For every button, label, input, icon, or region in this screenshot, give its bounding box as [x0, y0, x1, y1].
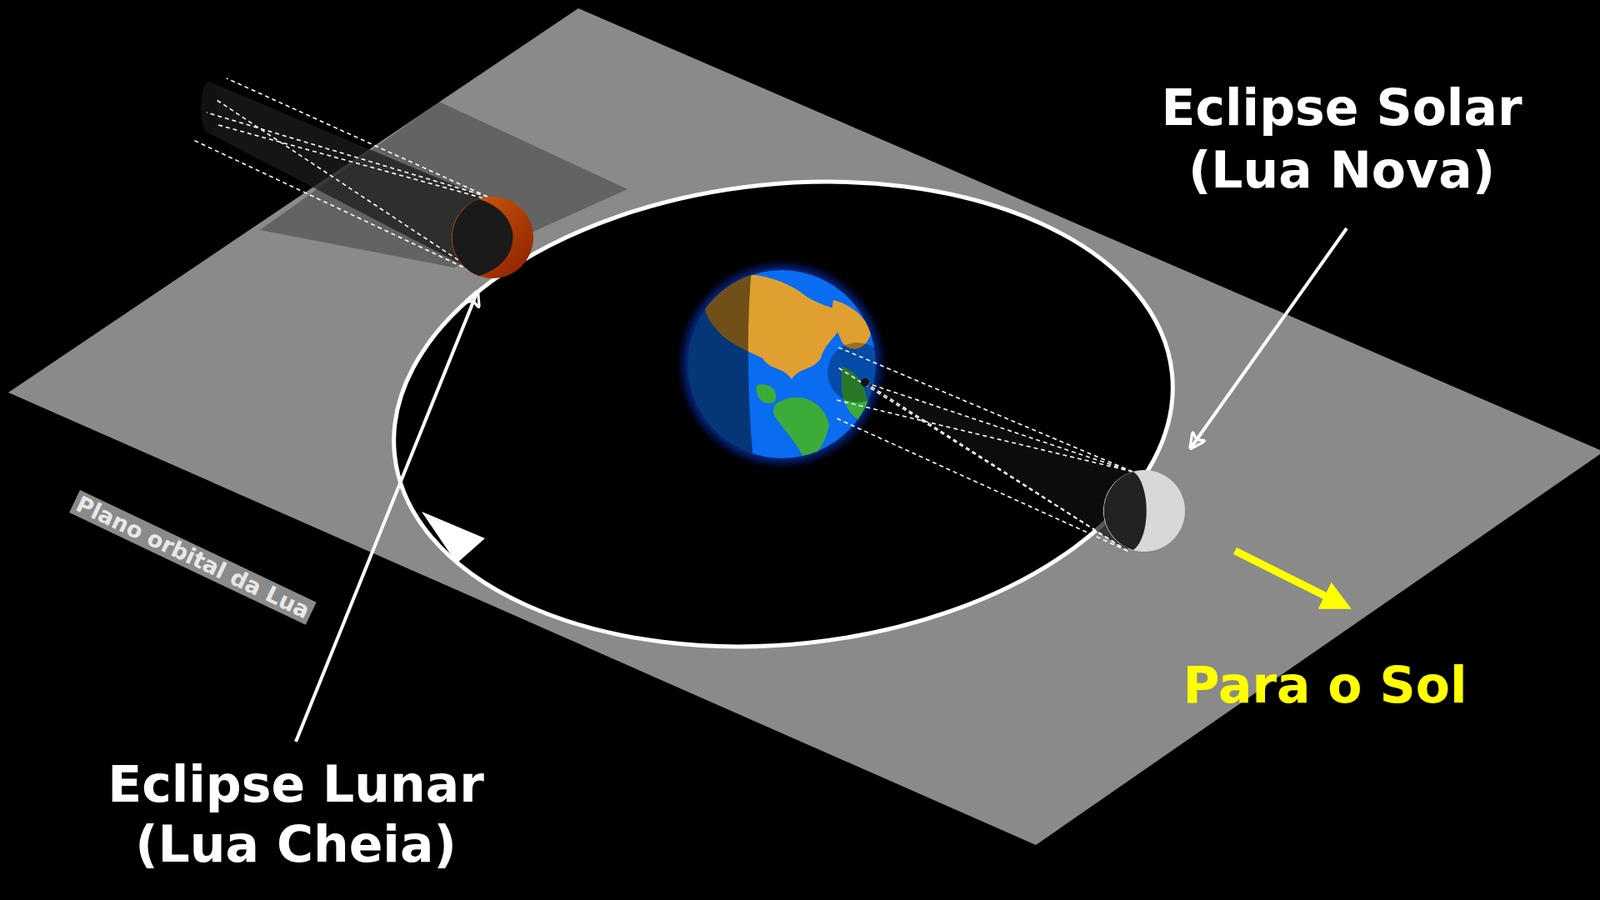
eclipse-label: Eclipse Solar (Lua Nova) [1091, 76, 1592, 202]
moon-dark-side [1104, 471, 1147, 550]
shadow-rays [836, 346, 1133, 551]
lunar-eclipse-moon [451, 196, 534, 279]
moon-orbit [370, 144, 1197, 684]
moon-umbra [865, 382, 1133, 551]
leader-arrow [295, 293, 477, 742]
earth-umbra [209, 81, 490, 275]
umbra-point [860, 378, 870, 387]
orbit-direction [421, 511, 485, 564]
leader-arrow [1191, 228, 1347, 447]
sun-direction-arrow [1235, 550, 1344, 605]
plane-label: Plano orbital da Lua [69, 490, 317, 625]
eclipse-label: Eclipse Lunar (Lua Cheia) [45, 754, 546, 875]
sun-label: Para o Sol [1166, 655, 1484, 715]
umbra-end [200, 81, 218, 134]
moon-dark-side [452, 199, 514, 276]
shadow-rays [193, 78, 490, 277]
solar-eclipse-moon [1103, 470, 1185, 552]
orbital-plane [8, 8, 1600, 845]
earth [675, 250, 888, 484]
